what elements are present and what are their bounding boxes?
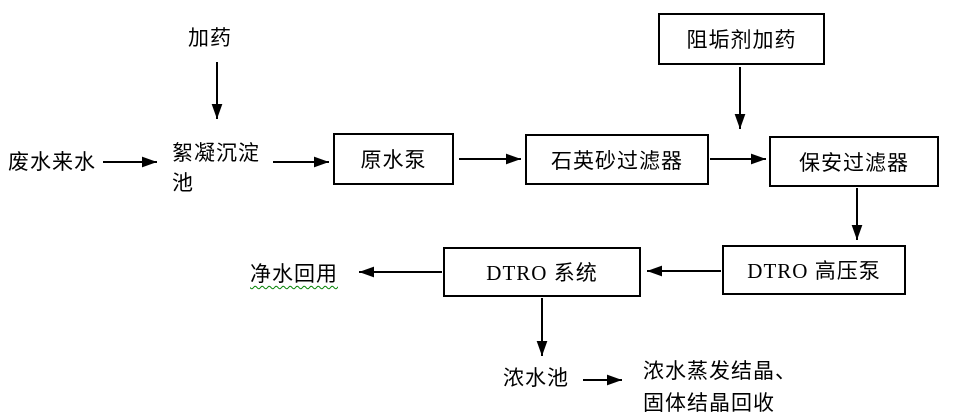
floc-pool-line-1: 絮凝沉淀: [172, 141, 260, 165]
node-wastewater-influent: 废水来水: [8, 150, 96, 174]
node-flocculation-sedimentation-pool: 絮凝沉淀 池: [172, 138, 260, 198]
floc-pool-line-2: 池: [172, 171, 194, 195]
recovery-line-1: 浓水蒸发结晶、: [643, 359, 797, 383]
node-clean-water-reuse: 净水回用: [250, 262, 338, 286]
quartz-sand-filter-label: 石英砂过滤器: [551, 148, 683, 173]
node-dtro-system: DTRO 系统: [443, 247, 641, 297]
raw-water-pump-label: 原水泵: [360, 148, 427, 172]
dtro-high-pressure-pump-label: DTRO 高压泵: [747, 259, 881, 283]
security-filter-label: 保安过滤器: [799, 150, 909, 175]
node-dtro-high-pressure-pump: DTRO 高压泵: [722, 245, 906, 295]
node-raw-water-pump: 原水泵: [333, 133, 454, 185]
antiscalant-dosing-label: 阻垢剂加药: [686, 28, 797, 52]
node-concentrated-water-pool: 浓水池: [503, 366, 569, 390]
recovery-line-2: 固体结晶回收: [643, 391, 775, 415]
node-security-filter: 保安过滤器: [769, 136, 939, 187]
node-concentrate-crystallization-recovery: 浓水蒸发结晶、 固体结晶回收: [643, 355, 797, 417]
node-quartz-sand-filter: 石英砂过滤器: [525, 134, 709, 185]
dtro-system-label: DTRO 系统: [486, 261, 598, 285]
node-dosing: 加药: [188, 26, 232, 50]
node-antiscalant-dosing: 阻垢剂加药: [658, 13, 825, 65]
